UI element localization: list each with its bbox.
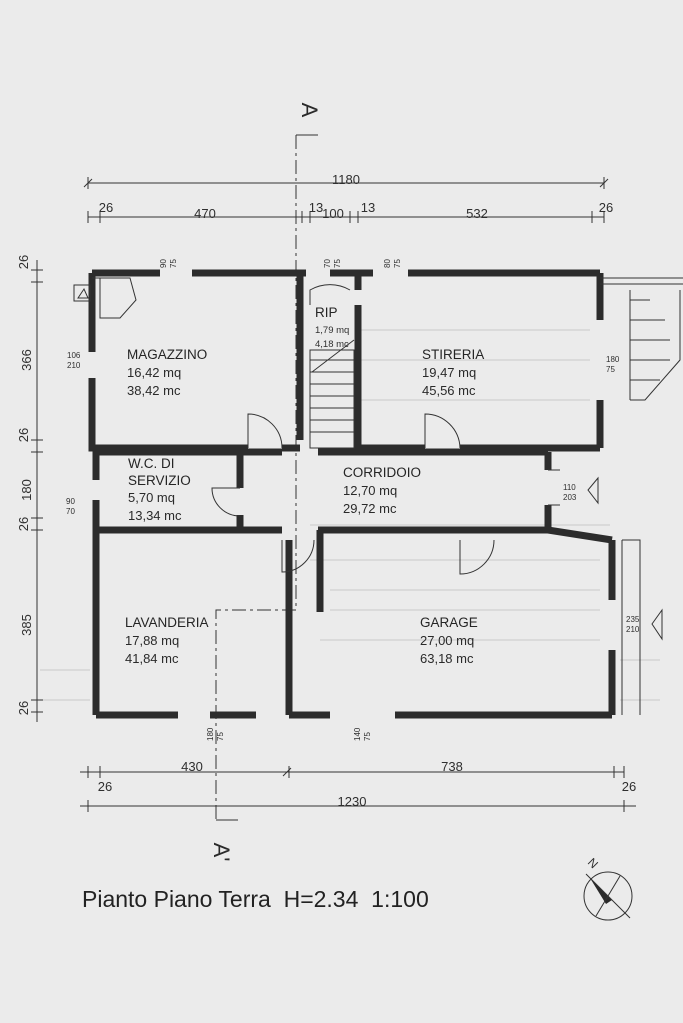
- room-volume: 13,34 mc: [128, 508, 182, 523]
- room-wc: W.C. DI SERVIZIO 5,70 mq 13,34 mc: [128, 456, 191, 523]
- room-name: GARAGE: [420, 615, 478, 630]
- svg-text:75: 75: [169, 259, 178, 268]
- walls: [73, 269, 616, 719]
- dim-top-5: 13: [361, 200, 375, 215]
- dim-top-3: 13: [309, 200, 323, 215]
- room-area: 12,70 mq: [343, 483, 397, 498]
- svg-text:70: 70: [323, 259, 332, 268]
- svg-text:210: 210: [67, 361, 81, 370]
- dim-top-1: 26: [99, 200, 113, 215]
- room-name-line1: W.C. DI: [128, 456, 175, 471]
- stair: [309, 339, 355, 449]
- svg-text:180: 180: [606, 355, 620, 364]
- svg-text:75: 75: [393, 259, 402, 268]
- svg-text:80: 80: [383, 259, 392, 268]
- dim-top-4: 100: [322, 206, 344, 221]
- dim-bottom-4: 26: [622, 779, 636, 794]
- entry-arrows: [587, 476, 663, 641]
- dim-bottom-3: 738: [441, 759, 463, 774]
- room-rip: RIP 1,79 mq 4,18 mc: [315, 305, 349, 350]
- dim-top-total: 1180: [332, 172, 360, 187]
- svg-text:90: 90: [66, 497, 75, 506]
- room-area: 1,79 mq: [315, 325, 349, 336]
- room-name: STIRERIA: [422, 347, 484, 362]
- section-mark-top: A: [297, 103, 322, 118]
- room-name: MAGAZZINO: [127, 347, 207, 362]
- room-name: RIP: [315, 305, 338, 320]
- plan-title: Pianto Piano Terra H=2.34 1:100: [82, 886, 429, 912]
- dim-left-4: 180: [19, 479, 34, 501]
- svg-text:70: 70: [66, 507, 75, 516]
- dim-left-5: 26: [16, 517, 31, 531]
- room-garage: GARAGE 27,00 mq 63,18 mc: [420, 615, 478, 666]
- bottom-dimensions: 26 430 738 26 1230: [80, 759, 636, 812]
- svg-text:75: 75: [333, 259, 342, 268]
- svg-text:235: 235: [626, 615, 640, 624]
- room-stireria: STIRERIA 19,47 mq 45,56 mc: [422, 347, 484, 398]
- background-traces: [40, 329, 660, 701]
- dim-left-3: 26: [16, 428, 31, 442]
- svg-text:140: 140: [353, 727, 362, 741]
- room-name-line2: SERVIZIO: [128, 473, 191, 488]
- dim-left-2: 366: [19, 349, 34, 371]
- room-magazzino: MAGAZZINO 16,42 mq 38,42 mc: [127, 347, 207, 398]
- room-volume: 4,18 mc: [315, 339, 349, 350]
- section-line: A A': [209, 103, 322, 862]
- north-arrow: N: [583, 855, 633, 921]
- svg-text:75: 75: [606, 365, 615, 374]
- svg-text:75: 75: [216, 732, 225, 741]
- dim-left-7: 26: [16, 701, 31, 715]
- room-area: 17,88 mq: [125, 633, 179, 648]
- dim-bottom-2: 430: [181, 759, 203, 774]
- room-area: 5,70 mq: [128, 490, 175, 505]
- room-lavanderia: LAVANDERIA 17,88 mq 41,84 mc: [125, 615, 209, 666]
- room-volume: 41,84 mc: [125, 651, 179, 666]
- svg-text:110: 110: [563, 483, 576, 492]
- room-area: 16,42 mq: [127, 365, 181, 380]
- window-tags: 90 75 70 75 80 75 106 210 180 75 90 70 1…: [66, 259, 640, 741]
- dim-bottom-total: 1230: [338, 794, 367, 809]
- room-area: 27,00 mq: [420, 633, 474, 648]
- room-area: 19,47 mq: [422, 365, 476, 380]
- room-corridoio: CORRIDOIO 12,70 mq 29,72 mc: [343, 465, 421, 516]
- dim-top-2: 470: [194, 206, 216, 221]
- doors: [211, 284, 495, 575]
- dim-top-6: 532: [466, 206, 488, 221]
- dim-left-1: 26: [16, 255, 31, 269]
- dim-bottom-1: 26: [98, 779, 112, 794]
- room-name: CORRIDOIO: [343, 465, 421, 480]
- room-volume: 29,72 mc: [343, 501, 397, 516]
- room-name: LAVANDERIA: [125, 615, 209, 630]
- dim-top-7: 26: [599, 200, 613, 215]
- exterior-stair: [548, 277, 683, 715]
- section-mark-bottom: A': [209, 843, 234, 862]
- svg-text:75: 75: [363, 732, 372, 741]
- svg-text:180: 180: [206, 727, 215, 741]
- svg-text:106: 106: [67, 351, 81, 360]
- svg-text:210: 210: [626, 625, 640, 634]
- top-dimensions: 1180 26 470 13 100 13 532 26: [83, 172, 613, 223]
- dim-left-6: 385: [19, 614, 34, 636]
- svg-text:90: 90: [159, 259, 168, 268]
- svg-text:203: 203: [563, 493, 577, 502]
- room-volume: 63,18 mc: [420, 651, 474, 666]
- north-label: N: [585, 855, 601, 871]
- room-volume: 45,56 mc: [422, 383, 476, 398]
- room-volume: 38,42 mc: [127, 383, 181, 398]
- left-dimensions: 26 366 26 180 26 385 26: [16, 255, 43, 722]
